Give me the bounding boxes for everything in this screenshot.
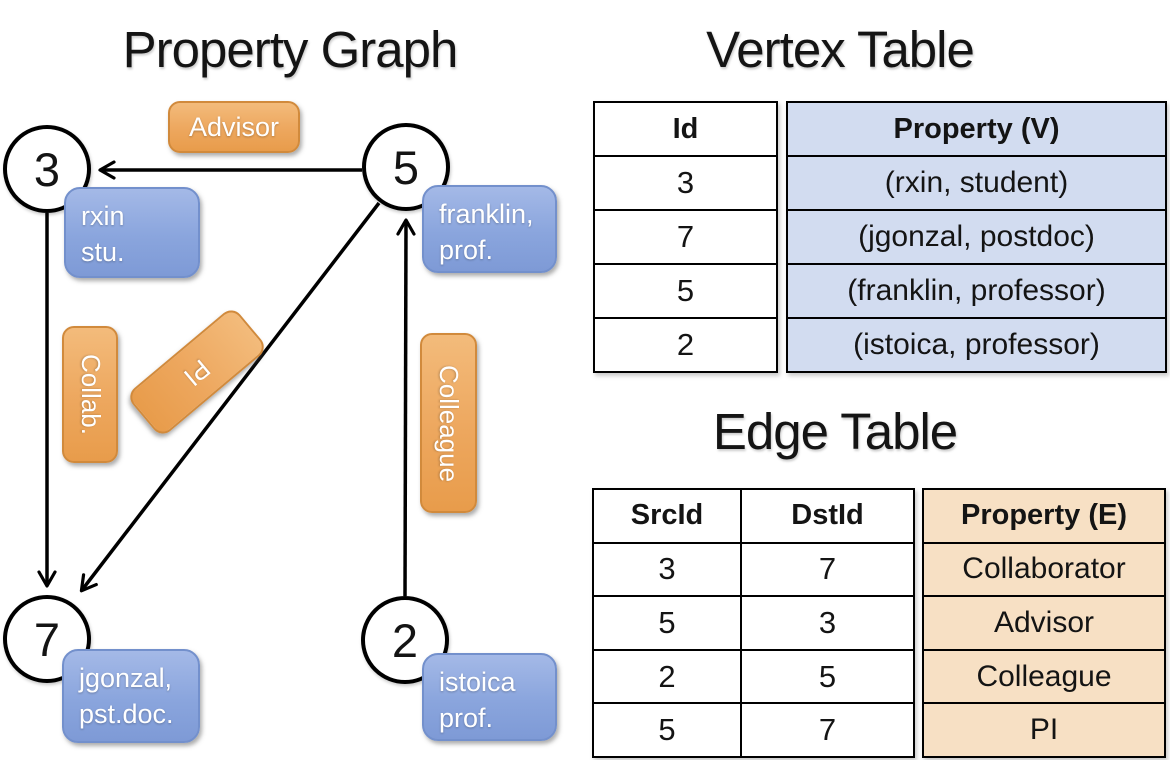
graph-edges-svg bbox=[37, 160, 416, 597]
vertex-property-cell: (franklin, professor) bbox=[788, 263, 1165, 317]
vertex-label-line: pst.doc. bbox=[79, 698, 174, 729]
edge-dstid-cell: 7 bbox=[742, 541, 913, 596]
edge-label-text: Collab. bbox=[75, 354, 106, 435]
property-graph-title: Property Graph bbox=[122, 21, 459, 78]
edge-property-cell: Colleague bbox=[924, 648, 1164, 703]
edge-property-cell: Collaborator bbox=[924, 541, 1164, 596]
node-7-id: 7 bbox=[33, 612, 61, 666]
edge-dstid-column: DstId 7 3 5 7 bbox=[742, 490, 913, 756]
vertex-label-line: rxin bbox=[81, 201, 125, 231]
vertex-label-rxin: rxin stu. bbox=[64, 187, 200, 278]
vertex-property-column: Property (V) (rxin, student) (jgonzal, p… bbox=[786, 101, 1167, 373]
vertex-label-line: prof. bbox=[439, 702, 494, 733]
edge-srcid-column: SrcId 3 5 2 5 bbox=[594, 490, 742, 756]
vertex-label-franklin: franklin, prof. bbox=[422, 185, 557, 273]
edge-property-cell: Advisor bbox=[924, 595, 1164, 649]
edge-label-collab: Collab. bbox=[62, 326, 118, 463]
node-2-id: 2 bbox=[391, 613, 419, 667]
vertex-label-line: jgonzal, bbox=[79, 663, 173, 693]
edge-table-title: Edge Table bbox=[712, 403, 958, 460]
edge-2-to-5-arrow bbox=[396, 218, 416, 597]
vertex-label-line: franklin, bbox=[439, 199, 534, 229]
edge-srcid-cell: 5 bbox=[594, 702, 740, 756]
vertex-id-cell: 7 bbox=[595, 209, 776, 263]
vertex-id-cell: 3 bbox=[595, 155, 776, 209]
vertex-property-cell: (istoica, professor) bbox=[788, 317, 1165, 371]
edge-srcid-cell: 2 bbox=[594, 648, 740, 703]
vertex-id-column: Id 3 7 5 2 bbox=[593, 101, 778, 373]
vertex-label-line: stu. bbox=[81, 236, 125, 267]
edge-srcid-cell: 3 bbox=[594, 541, 740, 596]
vertex-id-cell: 2 bbox=[595, 317, 776, 371]
edge-label-advisor: Advisor bbox=[168, 101, 300, 153]
edge-dstid-cell: 5 bbox=[742, 648, 913, 703]
vertex-id-cell: 5 bbox=[595, 263, 776, 317]
vertex-label-line: istoica bbox=[439, 667, 516, 697]
edge-property-column: Property (E) Collaborator Advisor Collea… bbox=[922, 488, 1166, 758]
edge-srcid-header: SrcId bbox=[630, 499, 704, 532]
vertex-property-header: Property (V) bbox=[788, 103, 1165, 155]
edge-property-cell: PI bbox=[924, 702, 1164, 756]
edge-label-text: Advisor bbox=[188, 111, 280, 142]
vertex-label-line: prof. bbox=[439, 234, 494, 265]
vertex-property-cell: (rxin, student) bbox=[788, 155, 1165, 209]
edge-dstid-cell: 7 bbox=[742, 702, 913, 756]
graph-node-5: 5 bbox=[362, 123, 450, 211]
edge-dstid-cell: 3 bbox=[742, 595, 913, 649]
vertex-table: Id 3 7 5 2 Property (V) (rxin, student) … bbox=[593, 101, 1167, 373]
edge-dstid-header: DstId bbox=[791, 499, 864, 532]
edge-srcid-cell: 5 bbox=[594, 595, 740, 649]
edge-property-header: Property (E) bbox=[924, 490, 1164, 542]
edge-label-text: PI bbox=[178, 352, 217, 392]
edge-table: SrcId 3 5 2 5 DstId 7 3 5 7 Property (E)… bbox=[592, 488, 1166, 758]
vertex-table-title: Vertex Table bbox=[706, 21, 975, 78]
edge-label-colleague: Colleague bbox=[420, 333, 477, 513]
vertex-id-header: Id bbox=[672, 112, 699, 145]
node-3-id: 3 bbox=[33, 142, 61, 196]
edge-id-columns: SrcId 3 5 2 5 DstId 7 3 5 7 bbox=[592, 488, 915, 758]
edge-5-to-7-arrow bbox=[79, 201, 381, 593]
vertex-label-istoica: istoica prof. bbox=[422, 653, 557, 741]
vertex-property-cell: (jgonzal, postdoc) bbox=[788, 209, 1165, 263]
vertex-label-jgonzal: jgonzal, pst.doc. bbox=[62, 649, 200, 743]
graph-node-2: 2 bbox=[361, 596, 449, 684]
node-5-id: 5 bbox=[392, 140, 420, 194]
property-graph-panel: Property Graph 3 5 7 2 rxin bbox=[0, 0, 580, 760]
edge-label-text: Colleague bbox=[434, 364, 464, 482]
